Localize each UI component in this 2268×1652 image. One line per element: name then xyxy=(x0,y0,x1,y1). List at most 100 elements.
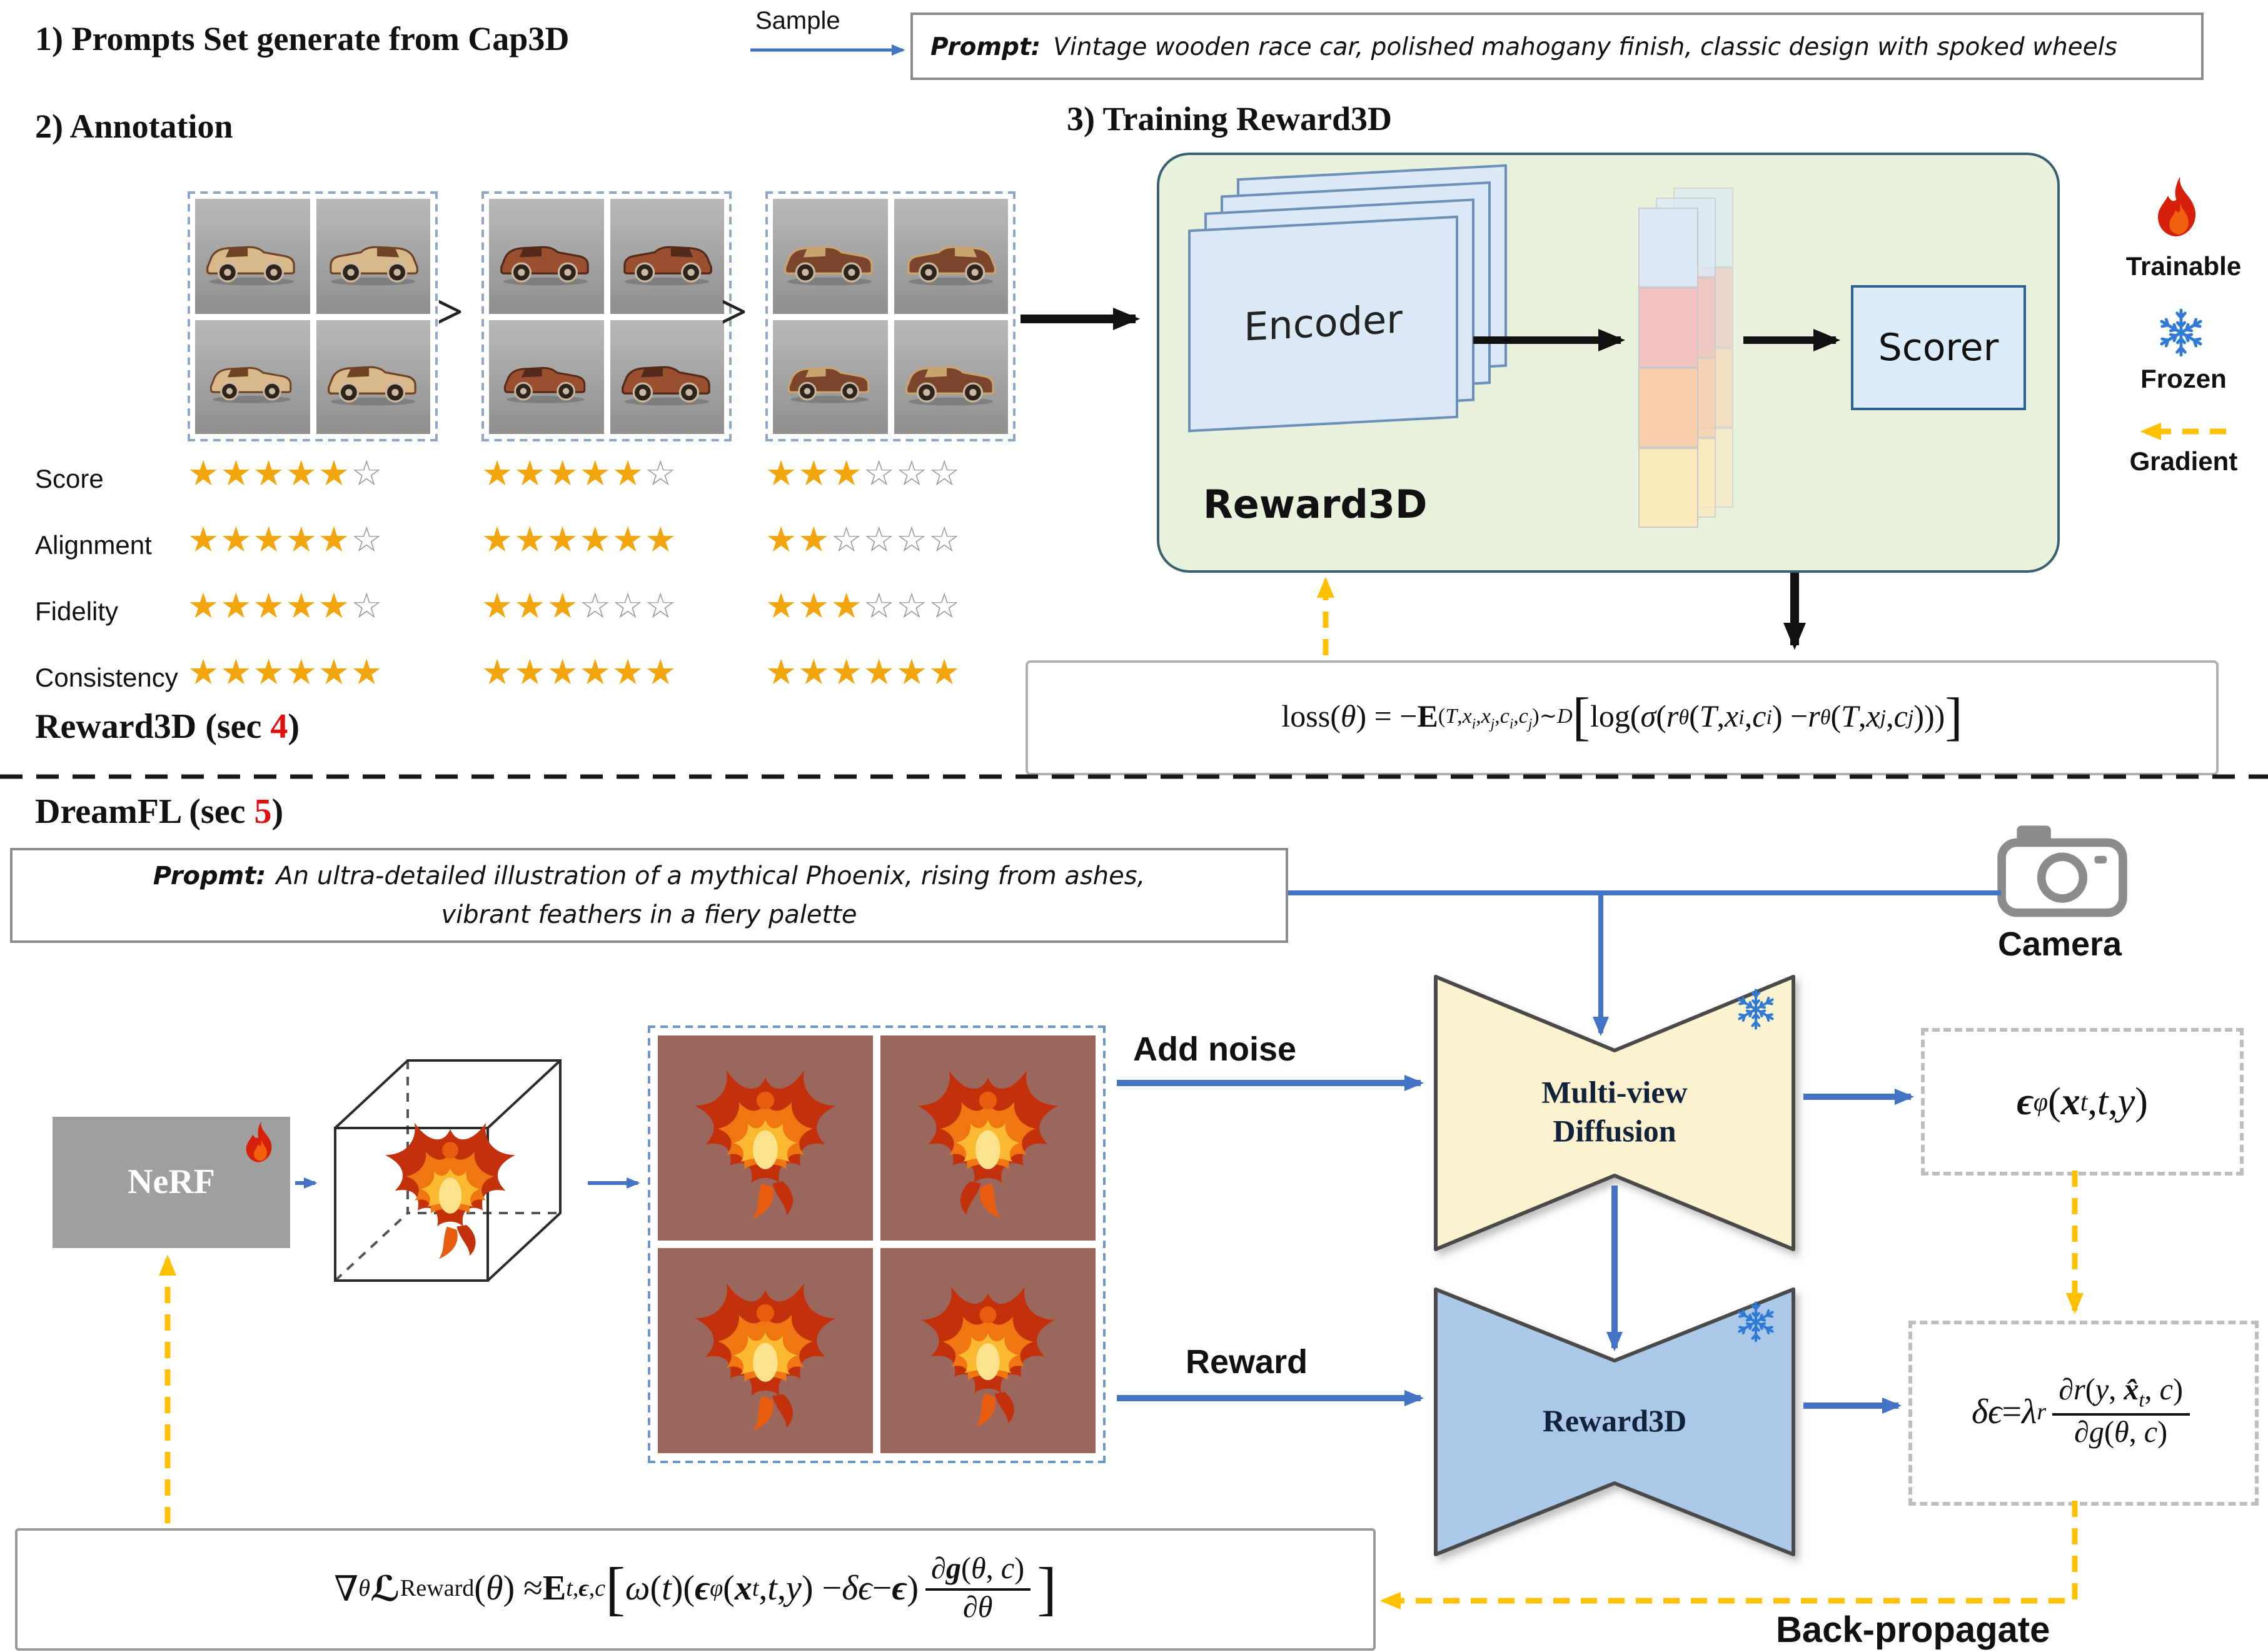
car-render xyxy=(195,199,310,313)
candidate-grid-2 xyxy=(481,191,732,441)
star-icon: ★ xyxy=(285,587,318,625)
star-icon: ☆ xyxy=(895,454,929,493)
star-icon: ★ xyxy=(481,520,515,559)
star-icon: ☆ xyxy=(351,454,384,493)
star-icon: ★ xyxy=(798,587,831,625)
star-group: ★★★☆☆☆ xyxy=(481,585,677,627)
car-render xyxy=(489,320,603,434)
star-icon: ★ xyxy=(645,520,678,559)
star-icon: ★ xyxy=(220,520,253,559)
cube-wireframe xyxy=(334,1059,562,1282)
star-icon: ★ xyxy=(765,520,799,559)
scorer-label: Scorer xyxy=(1878,326,1999,370)
star-icon: ★ xyxy=(481,454,515,493)
star-icon: ☆ xyxy=(645,587,678,625)
star-group: ★★★★★★ xyxy=(188,652,383,693)
car-render xyxy=(316,199,430,313)
star-icon: ★ xyxy=(318,587,351,625)
star-icon: ★ xyxy=(514,587,547,625)
car-render xyxy=(773,199,887,313)
star-icon: ☆ xyxy=(351,520,384,559)
star-icon: ★ xyxy=(220,454,253,493)
star-icon: ★ xyxy=(481,653,515,692)
star-icon: ★ xyxy=(612,653,645,692)
star-group: ★★★☆☆☆ xyxy=(765,585,961,627)
rating-row: Score★★★★★☆★★★★★☆★★★☆☆☆ xyxy=(35,453,1036,519)
multiview-diffusion-net: Multi-view Diffusion xyxy=(1432,973,1797,1253)
scorer-box: Scorer xyxy=(1851,285,2026,410)
snowflake-icon xyxy=(1735,1301,1777,1343)
car-render xyxy=(610,199,724,313)
reward3d-panel-label: Reward3D xyxy=(1203,483,1428,528)
star-icon: ★ xyxy=(547,653,580,692)
star-icon: ★ xyxy=(579,454,612,493)
prompt-box-2: Propmt: An ultra-detailed illustration o… xyxy=(10,848,1288,943)
star-icon: ★ xyxy=(765,653,799,692)
star-group: ★★★★★☆ xyxy=(188,585,383,627)
candidate-grid-3 xyxy=(765,191,1016,441)
star-group: ★★★★★☆ xyxy=(188,519,383,560)
step3-title: 3) Training Reward3D xyxy=(1067,100,1393,138)
step2-title: 2) Annotation xyxy=(35,108,233,145)
preference-gt-2: > xyxy=(720,286,748,339)
rating-label: Fidelity xyxy=(35,598,119,627)
star-group: ★★☆☆☆☆ xyxy=(765,519,961,560)
phoenix-render xyxy=(658,1248,873,1453)
star-icon: ☆ xyxy=(929,454,962,493)
star-icon: ★ xyxy=(351,653,384,692)
legend-frozen-label: Frozen xyxy=(2140,365,2227,394)
star-icon: ★ xyxy=(514,454,547,493)
sample-label: Sample xyxy=(755,8,840,35)
star-icon: ★ xyxy=(765,454,799,493)
snowflake-icon xyxy=(2156,308,2206,358)
reward3d-section-label: Reward3D (sec 4) xyxy=(35,708,300,748)
star-group: ★★★★★☆ xyxy=(188,453,383,494)
mvd-label: Multi-view Diffusion xyxy=(1541,1076,1688,1150)
rating-row: Alignment★★★★★☆★★★★★★★★☆☆☆☆ xyxy=(35,519,1036,585)
star-group: ★★★☆☆☆ xyxy=(765,453,961,494)
phoenix-render xyxy=(880,1035,1096,1241)
encoder-stack: Encoder xyxy=(1188,164,1507,433)
star-icon: ★ xyxy=(547,454,580,493)
section-number: 5 xyxy=(254,793,272,832)
star-icon: ★ xyxy=(514,520,547,559)
star-icon: ★ xyxy=(830,587,864,625)
section-prefix: (sec xyxy=(196,708,271,747)
reward3d-net: Reward3D xyxy=(1432,1286,1797,1558)
star-icon: ★ xyxy=(188,653,221,692)
star-icon: ★ xyxy=(188,587,221,625)
star-icon: ★ xyxy=(318,454,351,493)
star-icon: ★ xyxy=(798,653,831,692)
star-icon: ★ xyxy=(285,520,318,559)
star-icon: ☆ xyxy=(612,587,645,625)
multiview-grid xyxy=(648,1025,1106,1463)
phoenix-render xyxy=(385,1122,515,1259)
star-icon: ★ xyxy=(253,520,286,559)
reward-label: Reward xyxy=(1186,1343,1308,1381)
legend-gradient-label: Gradient xyxy=(2129,448,2238,476)
prompt-box: Prompt: Vintage wooden race car, polishe… xyxy=(910,13,2204,80)
candidate-grid-1 xyxy=(188,191,438,441)
add-noise-label: Add noise xyxy=(1133,1030,1297,1068)
star-icon: ☆ xyxy=(895,587,929,625)
star-icon: ★ xyxy=(929,653,962,692)
star-icon: ★ xyxy=(285,653,318,692)
star-icon: ★ xyxy=(765,587,799,625)
star-icon: ★ xyxy=(253,587,286,625)
encoder-sheet: Encoder xyxy=(1188,215,1458,433)
star-icon: ★ xyxy=(514,653,547,692)
section-prefix: (sec xyxy=(180,793,255,832)
prompt-text: Vintage wooden race car, polished mahoga… xyxy=(1053,32,2117,61)
car-render xyxy=(195,320,310,434)
star-icon: ★ xyxy=(547,520,580,559)
star-icon: ★ xyxy=(285,454,318,493)
camera-icon xyxy=(1996,819,2129,919)
rating-label: Score xyxy=(35,465,104,494)
star-icon: ★ xyxy=(547,587,580,625)
preference-gt-1: > xyxy=(436,286,464,339)
section-name: DreamFL xyxy=(35,793,181,832)
